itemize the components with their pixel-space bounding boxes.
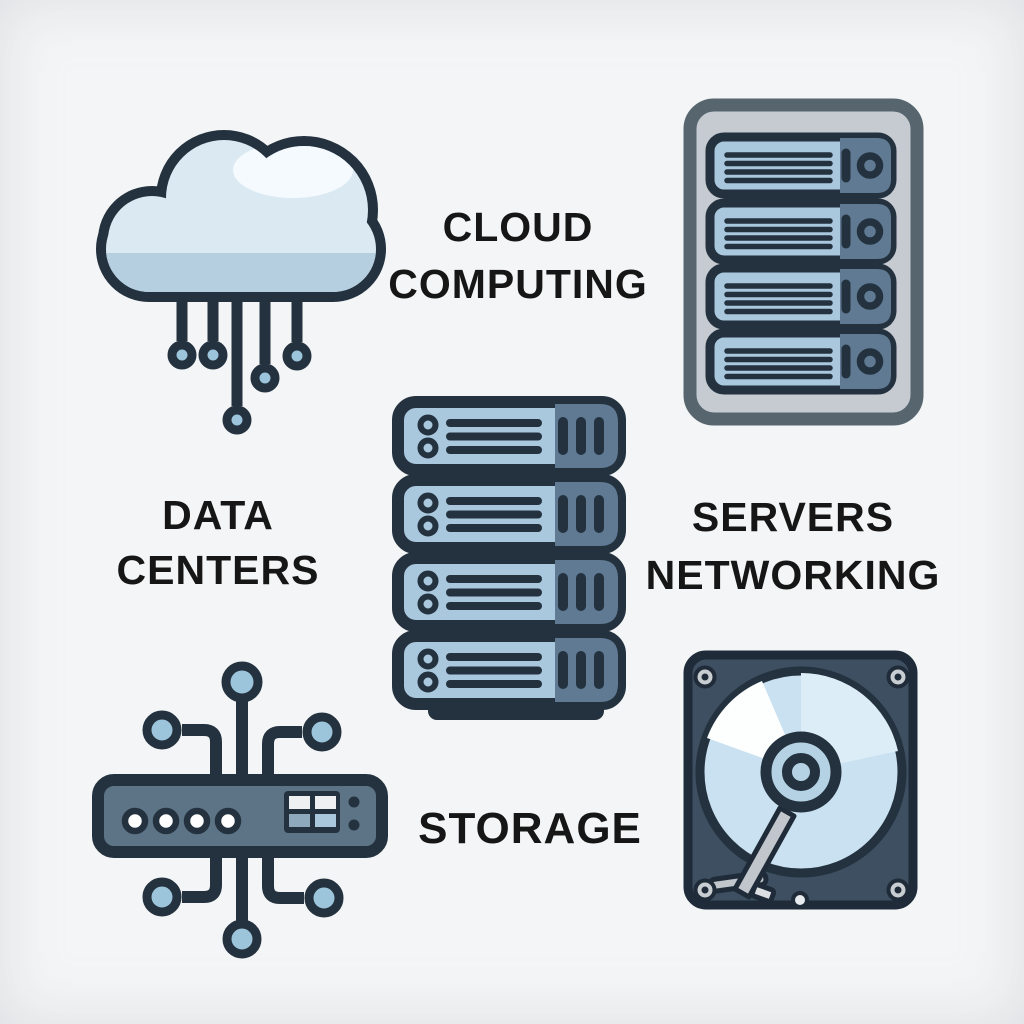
stack-server-unit xyxy=(398,402,620,470)
hdd-spindle-hub xyxy=(760,731,842,813)
server-rack-icon xyxy=(683,98,924,426)
cloud-computing-label-line1: CLOUD xyxy=(442,204,594,250)
hdd-bottom-vent xyxy=(791,891,809,909)
servers-networking-label-line1: SERVERS xyxy=(691,494,895,540)
cloud-highlight xyxy=(233,142,353,198)
cloud-computing-label: CLOUD COMPUTING xyxy=(358,199,678,313)
servers-networking-label-line2: NETWORKING xyxy=(645,552,941,598)
storage-label: STORAGE xyxy=(370,804,690,854)
rack-server-unit xyxy=(710,268,892,325)
data-centers-label: DATA CENTERS xyxy=(58,488,378,598)
server-stack-icon xyxy=(392,392,632,720)
cloud-icon xyxy=(96,130,386,435)
rack-server-unit xyxy=(710,137,892,194)
cloud-computing-label-line2: COMPUTING xyxy=(388,261,648,307)
stack-server-unit xyxy=(398,636,620,704)
stack-server-unit xyxy=(398,480,620,548)
stack-server-unit xyxy=(398,558,620,626)
hdd-actuator-arm xyxy=(707,805,797,904)
switch-links xyxy=(182,696,304,924)
switch-nodes xyxy=(142,661,344,959)
switch-led-dots xyxy=(348,796,360,831)
rack-server-unit xyxy=(710,203,892,260)
hdd-corner-screws xyxy=(693,665,910,902)
switch-status-grid xyxy=(284,791,340,833)
data-centers-label-line1: DATA xyxy=(162,492,274,538)
rack-server-unit xyxy=(710,333,892,390)
data-centers-label-line2: CENTERS xyxy=(116,547,320,593)
switch-ports xyxy=(121,807,242,835)
servers-networking-label: SERVERS NETWORKING xyxy=(633,488,953,604)
hard-drive-icon xyxy=(683,650,918,910)
storage-label-line1: STORAGE xyxy=(418,804,642,853)
network-switch-icon xyxy=(92,661,388,959)
cloud-drop-nodes xyxy=(167,340,312,435)
cloud-shade-band xyxy=(106,253,376,292)
